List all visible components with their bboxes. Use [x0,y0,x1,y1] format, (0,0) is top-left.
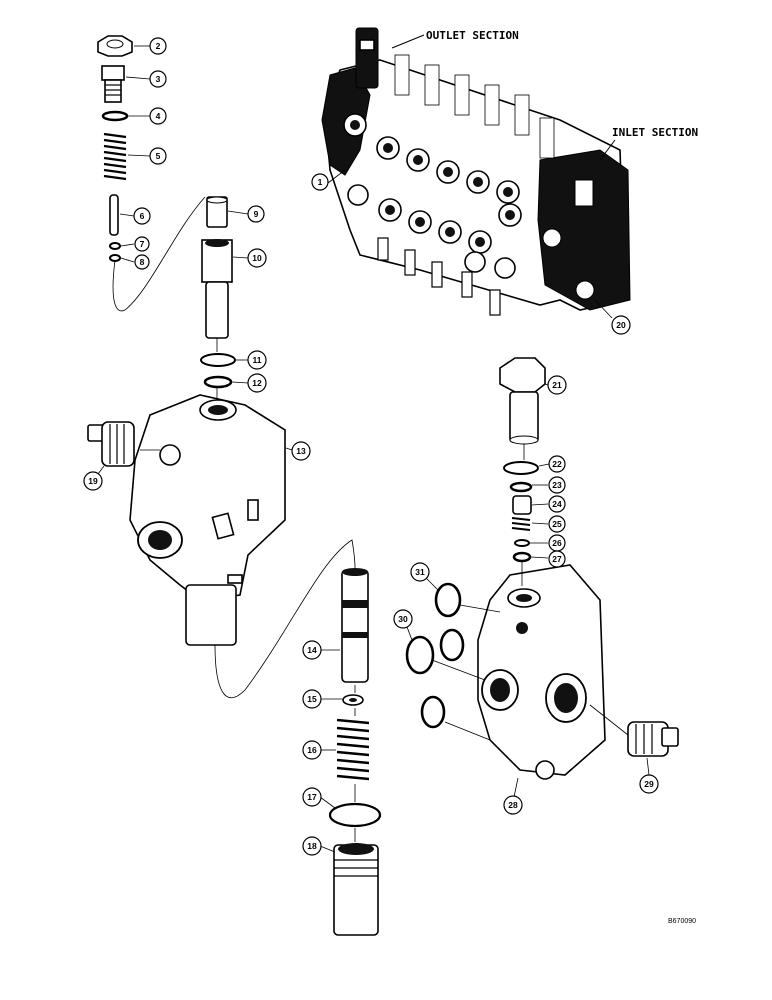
callout-bubbles: 2 3 4 5 6 7 8 9 10 11 12 13 1 20 21 22 2… [83,37,659,856]
spool-parts [328,568,382,936]
svg-text:19: 19 [88,476,98,486]
callout-7: 7 [134,236,150,252]
svg-text:3: 3 [156,74,161,84]
callout-2: 2 [149,37,167,55]
callout-9: 9 [247,205,265,223]
alignment-lines [112,196,629,842]
plug-29 [627,721,679,757]
inlet-o-rings [405,582,465,729]
svg-text:21: 21 [552,380,562,390]
svg-text:13: 13 [296,446,306,456]
svg-text:24: 24 [552,499,562,509]
callout-19: 19 [83,471,103,491]
callout-20: 20 [611,315,631,335]
callout-23: 23 [548,476,566,494]
svg-text:31: 31 [415,567,425,577]
callout-21: 21 [547,375,567,395]
svg-text:4: 4 [156,111,161,121]
callout-3: 3 [149,70,167,88]
callout-8: 8 [134,254,150,270]
svg-text:25: 25 [552,519,562,529]
callout-14: 14 [302,640,322,660]
svg-text:22: 22 [552,459,562,469]
callout-22: 22 [548,455,566,473]
drawing-number: B670090 [668,918,696,925]
callout-15: 15 [302,689,322,709]
outlet-section-label: OUTLET SECTION [426,29,519,42]
valve-bank-assembly [321,27,631,316]
svg-text:28: 28 [508,800,518,810]
callout-18: 18 [302,836,322,856]
callout-30: 30 [393,609,413,629]
svg-text:29: 29 [644,779,654,789]
svg-text:7: 7 [140,239,145,249]
callout-1: 1 [311,173,329,191]
svg-text:2: 2 [156,41,161,51]
callout-10: 10 [247,248,267,268]
svg-text:15: 15 [307,694,317,704]
callout-4: 4 [149,107,167,125]
work-section-body [129,394,286,646]
svg-text:20: 20 [616,320,626,330]
svg-text:17: 17 [307,792,317,802]
callout-6: 6 [133,207,151,225]
svg-text:16: 16 [307,745,317,755]
check-valve-parts [200,196,236,389]
svg-text:12: 12 [252,378,262,388]
svg-text:5: 5 [156,151,161,161]
callout-24: 24 [548,495,566,513]
svg-text:26: 26 [552,538,562,548]
svg-text:9: 9 [254,209,259,219]
callout-27: 27 [548,550,566,568]
svg-text:14: 14 [307,645,317,655]
callout-11: 11 [247,350,267,370]
svg-text:6: 6 [140,211,145,221]
svg-text:10: 10 [252,253,262,263]
callout-28: 28 [503,795,523,815]
callout-25: 25 [548,515,566,533]
section-bolt-parts [499,357,546,563]
svg-text:23: 23 [552,480,562,490]
callout-26: 26 [548,534,566,552]
relief-valve-parts [97,35,133,262]
svg-text:18: 18 [307,841,317,851]
svg-text:27: 27 [552,554,562,564]
inlet-section-label: INLET SECTION [612,126,698,139]
svg-text:1: 1 [318,177,323,187]
callout-5: 5 [149,147,167,165]
callout-29: 29 [639,774,659,794]
callout-13: 13 [291,441,311,461]
inlet-section-body [477,564,606,780]
plug-19 [87,421,135,467]
callout-17: 17 [302,787,322,807]
callout-12: 12 [247,373,267,393]
callout-31: 31 [410,562,430,582]
svg-text:30: 30 [398,614,408,624]
callout-16: 16 [302,740,322,760]
svg-text:8: 8 [140,257,145,267]
svg-text:11: 11 [253,355,262,365]
